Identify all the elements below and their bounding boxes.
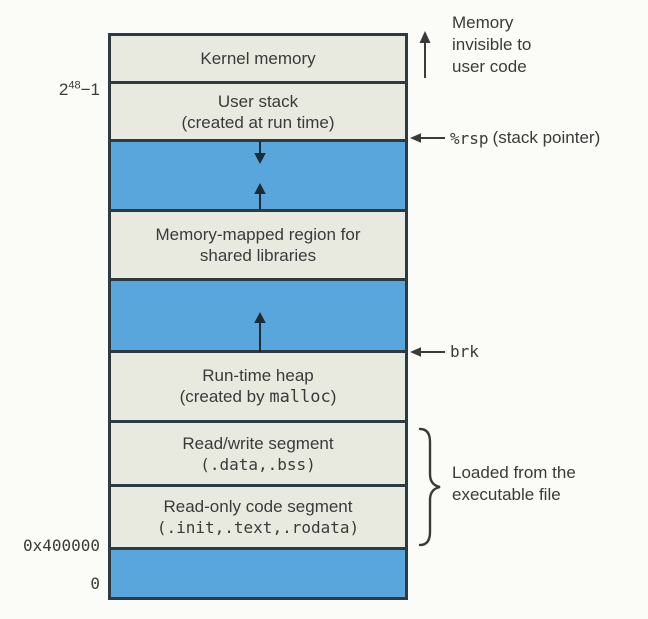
address-max-exponent: 48	[68, 79, 81, 92]
loaded-note-line2: executable file	[452, 485, 561, 504]
address-max-base: 2	[58, 80, 69, 99]
kernel-invisible-up-arrow	[419, 31, 431, 78]
heap-sublabel-malloc: malloc	[269, 387, 331, 407]
segment-read-write: Read/write segment (.data,.bss)	[111, 423, 405, 487]
rsp-description-label: (stack pointer)	[492, 128, 601, 147]
segment-ro-label: Read-only code segment	[163, 497, 353, 516]
address-label-zero: 0	[90, 574, 100, 593]
segment-heap-sublabel: (created by malloc)	[180, 386, 337, 408]
segment-heap-label: Run-time heap	[202, 366, 314, 385]
stack-grows-down-arrow	[254, 141, 266, 164]
loaded-from-executable-note: Loaded from the executable file	[452, 462, 576, 506]
segment-gap-bottom	[111, 550, 405, 597]
segment-user-stack: User stack (created at run time)	[111, 84, 405, 142]
memory-box: Kernel memory User stack (created at run…	[108, 33, 408, 600]
kernel-invisible-note: Memory invisible to user code	[452, 12, 531, 78]
segment-memory-mapped-region: Memory-mapped region for shared librarie…	[111, 212, 405, 281]
heap-grows-up-arrow	[254, 312, 266, 352]
segment-mmap-sublabel: shared libraries	[199, 246, 317, 265]
address-max-suffix: −1	[80, 80, 100, 99]
brk-left-arrow-icon	[410, 346, 445, 357]
address-label-code-start: 0x400000	[22, 536, 100, 555]
heap-sublabel-suffix: )	[330, 387, 337, 406]
rsp-pointer-annotation: %rsp (stack pointer)	[410, 128, 600, 148]
segment-runtime-heap: Run-time heap (created by malloc)	[111, 353, 405, 423]
brk-label: brk	[450, 342, 479, 361]
kernel-note-line3: user code	[452, 57, 527, 76]
loaded-from-executable-brace	[418, 427, 441, 547]
segment-stack-sublabel: (created at run time)	[181, 112, 335, 132]
kernel-note-line1: Memory	[452, 13, 514, 32]
mmap-grows-up-arrow	[254, 183, 266, 209]
address-label-max: 248−1	[0, 80, 100, 100]
loaded-note-line1: Loaded from the	[452, 463, 576, 482]
heap-sublabel-prefix: (created by	[179, 387, 270, 406]
rsp-register-label: %rsp	[450, 128, 489, 148]
segment-kernel-memory: Kernel memory	[111, 36, 405, 84]
kernel-note-line2: invisible to	[452, 35, 532, 54]
rsp-left-arrow-icon	[410, 133, 445, 143]
segment-kernel-label: Kernel memory	[200, 49, 316, 68]
brk-pointer-annotation: brk	[410, 342, 479, 361]
segment-stack-label: User stack	[217, 91, 299, 111]
segment-rw-label: Read/write segment	[182, 433, 334, 453]
segment-rw-sections: (.data,.bss)	[200, 454, 316, 474]
segment-mmap-label: Memory-mapped region for	[155, 225, 361, 244]
segment-read-only-code: Read-only code segment (.init,.text,.rod…	[111, 487, 405, 550]
segment-ro-sections: (.init,.text,.rodata)	[156, 518, 360, 537]
